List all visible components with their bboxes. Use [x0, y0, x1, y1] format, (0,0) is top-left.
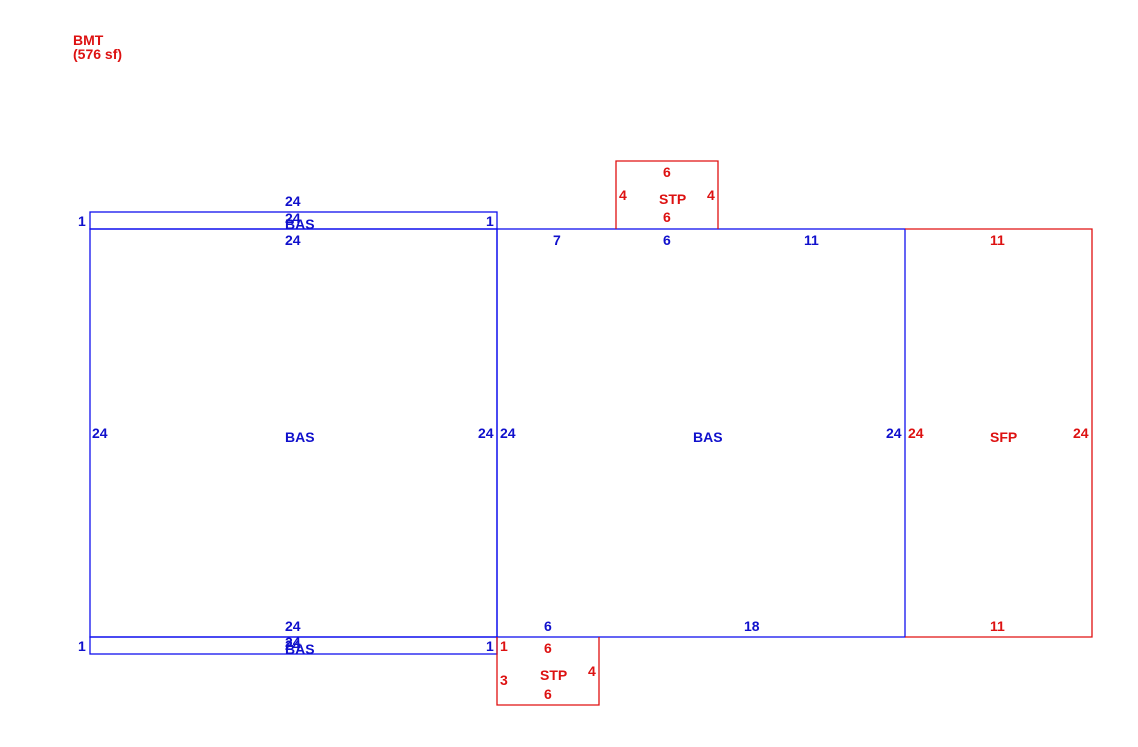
- stp-bottom-dim-right: 4: [588, 663, 596, 679]
- bas-strip-top-dim-right: 1: [486, 213, 494, 229]
- stp-bottom-label: STP: [540, 667, 567, 683]
- sfp-outline: [905, 228, 1093, 638]
- stp-top-dim-top: 6: [663, 164, 671, 180]
- bas-middle-label: BAS: [693, 429, 723, 445]
- bas-strip-top-label: BAS: [285, 216, 315, 232]
- bas-middle-dim-top-3: 11: [804, 232, 819, 248]
- bas-strip-bottom-label: BAS: [285, 641, 315, 657]
- stp-bottom-dim-left: 3: [500, 672, 508, 688]
- sfp-dim-left: 24: [908, 425, 924, 441]
- sfp-label: SFP: [990, 429, 1017, 445]
- bas-left-label: BAS: [285, 429, 315, 445]
- bas-strip-top-dim-top: 24: [285, 193, 301, 209]
- bas-middle-dim-bottom-2: 18: [744, 618, 760, 634]
- bas-strip-bottom-dim-left: 1: [78, 638, 86, 654]
- stp-top-label: STP: [659, 191, 686, 207]
- stp-top-dim-right: 4: [707, 187, 715, 203]
- sfp-dim-bottom: 11: [990, 618, 1005, 634]
- stp-bottom-dim-bottom: 6: [544, 686, 552, 702]
- bas-strip-bottom-dim-top: 24: [285, 634, 301, 650]
- bas-strip-bottom-dim-right: 1: [486, 638, 494, 654]
- sfp-dim-top: 11: [990, 232, 1005, 248]
- bas-strip-top-dim-left: 1: [78, 213, 86, 229]
- stp-top-outline: [615, 160, 719, 229]
- stp-bottom-outline: [496, 637, 600, 706]
- stp-top-dim-bottom: 6: [663, 209, 671, 225]
- stp-top-dim-left: 4: [619, 187, 627, 203]
- bas-middle-dim-right: 24: [886, 425, 902, 441]
- bas-strip-bottom-dim-bottom: 24: [285, 637, 301, 653]
- bas-left-dim-top: 24: [285, 232, 301, 248]
- header-area: (576 sf): [73, 46, 122, 62]
- bas-left-dim-left: 24: [92, 425, 108, 441]
- bas-left-dim-right: 24: [478, 425, 494, 441]
- bas-middle-dim-top-1: 7: [553, 232, 561, 248]
- bas-middle-dim-top-2: 6: [663, 232, 671, 248]
- bas-middle-outline: [496, 228, 906, 638]
- bas-strip-top-dim-bottom: 24: [285, 210, 301, 226]
- stp-bottom-dim-corner: 1: [500, 638, 508, 654]
- bas-middle-dim-left: 24: [500, 425, 516, 441]
- sfp-dim-right: 24: [1073, 425, 1089, 441]
- bas-middle-dim-bottom-1: 6: [544, 618, 552, 634]
- bas-left-dim-bottom: 24: [285, 618, 301, 634]
- header-code: BMT: [73, 32, 104, 48]
- stp-bottom-dim-top: 6: [544, 640, 552, 656]
